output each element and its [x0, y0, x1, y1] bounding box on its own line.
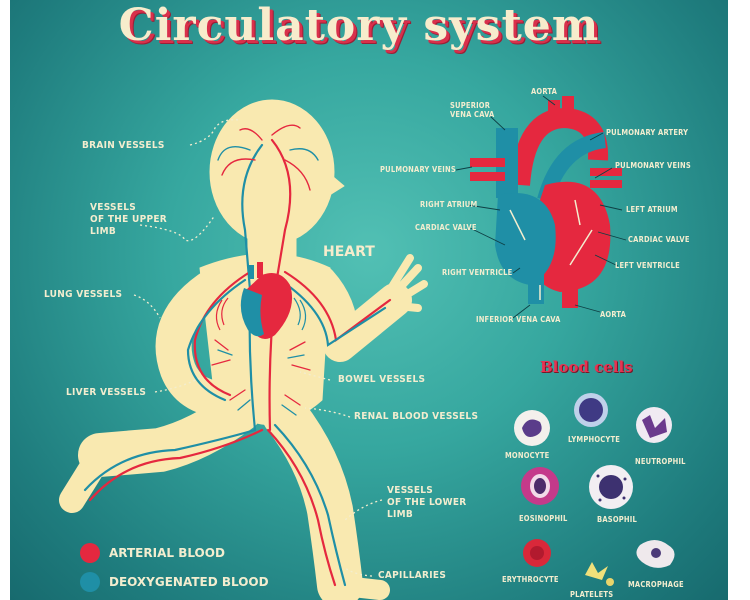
legend-deoxygenated-blood: DEOXYGENATED BLOOD	[109, 575, 269, 589]
label-left-ventricle: LEFT VENTRICLE	[615, 261, 680, 270]
label-eosinophil: EOSINOPHIL	[519, 514, 568, 523]
label-neutrophil: NEUTROPHIL	[635, 457, 686, 466]
chest-heart	[240, 262, 293, 339]
body-silhouette	[59, 99, 428, 600]
label-renal-blood-vessels: RENAL BLOOD VESSELS	[354, 411, 479, 422]
eosinophil-cell	[521, 467, 559, 505]
label-basophil: BASOPHIL	[597, 515, 637, 524]
deoxygenated-blood-swatch	[80, 572, 100, 592]
label-capillaries: CAPILLARIES	[378, 570, 447, 581]
label-lymphocyte: LYMPHOCYTE	[568, 435, 621, 444]
arterial-blood-swatch	[80, 543, 100, 563]
blood-cells-title: Blood cells	[540, 358, 633, 376]
page-title: Circulatory system	[118, 0, 600, 51]
heart-leader-lines	[455, 95, 627, 319]
label-aorta-top: AORTA	[531, 87, 558, 96]
label-pulmonary-artery: PULMONARY ARTERY	[606, 128, 689, 137]
label-aorta-bottom: AORTA	[600, 310, 627, 319]
label-vessels-lower-limb: VESSELS OF THE LOWER LIMB	[387, 485, 467, 520]
label-pulmonary-veins-right: PULMONARY VEINS	[615, 161, 691, 170]
lymphocyte-cell	[574, 393, 608, 427]
blood-cells	[514, 393, 675, 586]
label-erythrocyte: ERYTHROCYTE	[502, 575, 559, 584]
label-platelets: PLATELETS	[570, 590, 614, 599]
macrophage-cell	[636, 540, 675, 568]
monocyte-cell	[514, 410, 550, 446]
label-bowel-vessels: BOWEL VESSELS	[338, 374, 426, 385]
legend-arterial-blood: ARTERIAL BLOOD	[109, 546, 225, 560]
label-lung-vessels: LUNG VESSELS	[44, 289, 123, 300]
body-leader-lines	[133, 119, 383, 577]
erythrocyte-cell	[523, 539, 551, 567]
lung-vessels-drawing	[215, 297, 307, 331]
label-brain-vessels: BRAIN VESSELS	[82, 140, 165, 151]
heart-diagram	[470, 96, 622, 308]
label-superior-vena-cava: SUPERIOR VENA CAVA	[450, 101, 495, 119]
label-left-atrium: LEFT ATRIUM	[626, 205, 678, 214]
label-inferior-vena-cava: INFERIOR VENA CAVA	[476, 315, 561, 324]
neutrophil-cell	[636, 407, 672, 443]
label-cardiac-valve-right: CARDIAC VALVE	[628, 235, 690, 244]
label-pulmonary-veins-left: PULMONARY VEINS	[380, 165, 456, 174]
label-monocyte: MONOCYTE	[505, 451, 550, 460]
label-right-ventricle: RIGHT VENTRICLE	[442, 268, 513, 277]
label-heart: HEART	[323, 244, 375, 260]
platelets-cell	[585, 562, 614, 586]
label-cardiac-valve-left: CARDIAC VALVE	[415, 223, 477, 232]
label-liver-vessels: LIVER VESSELS	[66, 387, 147, 398]
label-right-atrium: RIGHT ATRIUM	[420, 200, 478, 209]
label-vessels-upper-limb: VESSELS OF THE UPPER LIMB	[90, 202, 168, 237]
label-macrophage: MACROPHAGE	[628, 580, 684, 589]
basophil-cell	[589, 465, 633, 509]
